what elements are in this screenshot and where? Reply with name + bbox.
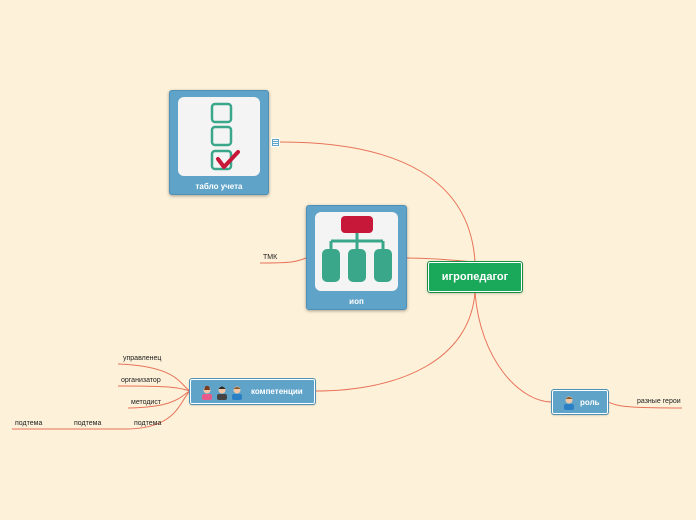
role-label: роль [580,397,600,407]
connector-comp-organizer [117,385,191,392]
topic-tablo-card[interactable]: табло учета [169,90,269,195]
iop-label: иоп [349,297,364,306]
topic-iop-card[interactable]: иоп [306,205,407,310]
person-icon [564,396,574,410]
checklist-icon [210,102,240,171]
connector-central-tablo [279,141,476,263]
leaf-tmk[interactable]: ТМК [263,254,278,261]
leaf-heroes[interactable]: разные герои [637,398,681,405]
leaf-subtopic-3[interactable]: подтема [15,420,43,427]
connector-central-competencies [314,291,476,392]
connector-comp-manager [117,363,191,392]
people-icon [202,385,242,400]
tablo-label: табло учета [195,182,243,191]
iop-image [315,212,398,291]
leaf-subtopic[interactable]: подтема [134,420,162,427]
connector-central-iop [405,257,476,263]
note-icon[interactable] [271,138,280,147]
connector-central-role [474,291,553,403]
connector-comp-subtopic [127,390,191,430]
tablo-image [178,97,260,176]
competencies-label: компетенции [251,387,303,396]
connector-role-heroes [607,401,683,409]
central-topic[interactable]: игропедагог [427,261,523,293]
connector-iop-tmk [259,257,307,264]
org-chart-icon [322,216,392,282]
leaf-manager[interactable]: управленец [123,355,162,362]
topic-competencies[interactable]: компетенции [189,378,316,405]
leaf-organizer[interactable]: организатор [121,377,161,384]
leaf-subtopic-2[interactable]: подтема [74,420,102,427]
topic-role[interactable]: роль [551,389,609,415]
leaf-methodist[interactable]: методист [131,399,162,406]
connector-comp-methodist [127,390,191,409]
